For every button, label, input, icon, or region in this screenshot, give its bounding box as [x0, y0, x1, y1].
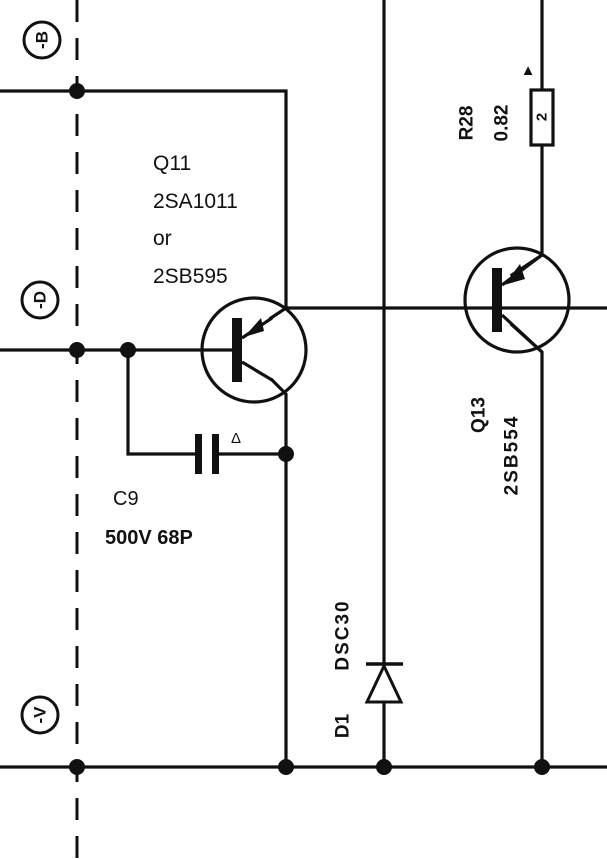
- q11-transistor-symbol: [200, 296, 308, 404]
- junction-dot: [278, 759, 294, 775]
- c9-ref-label: C9: [113, 488, 139, 510]
- d1-diode-symbol: [364, 662, 404, 704]
- connector-b-label: -B: [33, 31, 52, 49]
- junction-dot: [278, 446, 294, 462]
- r28-ref-label: R28: [457, 106, 478, 141]
- c9-capacitor-symbol: [195, 434, 219, 474]
- junction-dot: [534, 759, 550, 775]
- r28-resistor-symbol: 2: [529, 88, 555, 147]
- connector-v: -V: [20, 695, 60, 735]
- c9-mark: Δ: [231, 430, 241, 447]
- r28-body-text: 2: [534, 113, 551, 121]
- junction-dot: [69, 342, 85, 358]
- connector-v-label: -V: [31, 706, 50, 724]
- q11-part2-label: 2SB595: [153, 265, 228, 288]
- connector-b: -B: [22, 20, 62, 60]
- connector-d-label: -D: [31, 291, 50, 309]
- q13-transistor-symbol: [463, 246, 571, 354]
- d1-ref-label: D1: [333, 713, 354, 738]
- junction-dot: [120, 342, 136, 358]
- q13-ref-label: Q13: [469, 397, 490, 433]
- wire-q11-emitter: [268, 306, 607, 321]
- q11-ref-label: Q11: [153, 152, 191, 175]
- wire-q13-emitter: [509, 322, 544, 769]
- q11-or-label: or: [153, 227, 172, 250]
- r28-value-label: 0.82: [492, 105, 513, 142]
- junction-dot: [376, 759, 392, 775]
- q11-part1-label: 2SA1011: [153, 190, 238, 213]
- junction-dot: [69, 759, 85, 775]
- wire-c9-left: [126, 348, 199, 456]
- r28-mark: ▲: [521, 62, 536, 79]
- wire-r28-q13: [509, 143, 544, 278]
- d1-part-label: DSC30: [333, 599, 354, 670]
- wire-q11-collector: [269, 377, 288, 769]
- c9-value-label: 500V 68P: [105, 527, 193, 549]
- q13-part-label: 2SB554: [502, 415, 523, 496]
- wire-b-rail: [0, 89, 288, 310]
- junction-dot: [69, 83, 85, 99]
- connector-d: -D: [20, 280, 60, 320]
